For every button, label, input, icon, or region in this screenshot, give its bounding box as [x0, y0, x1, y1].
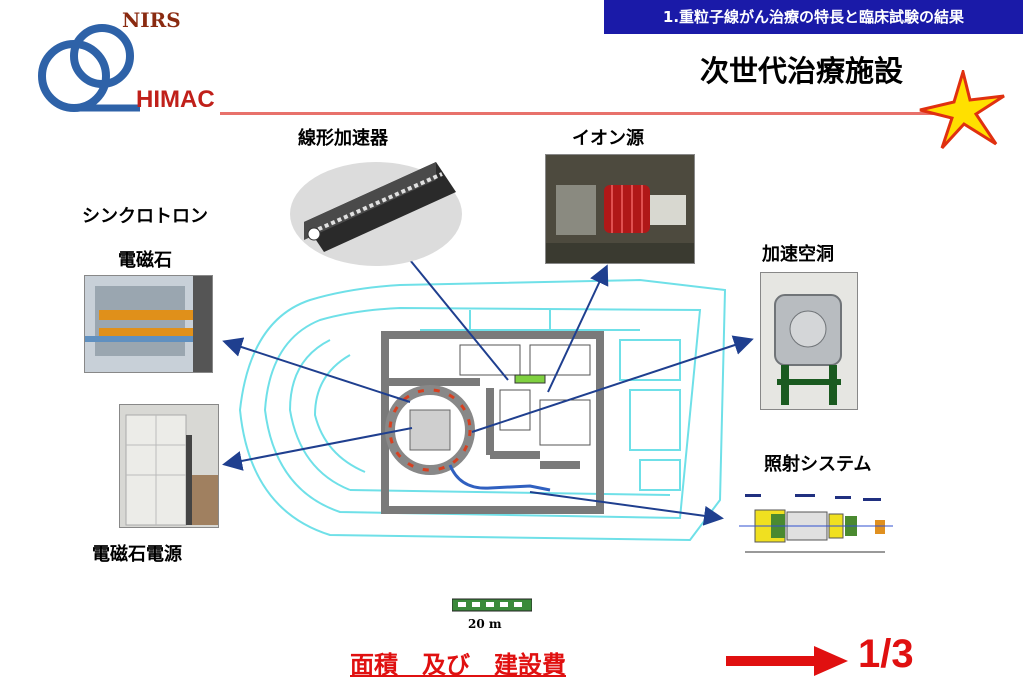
plan-inner-ring: [263, 306, 702, 520]
plan-track-1: [288, 339, 351, 491]
logo-himac-text: HIMAC: [136, 86, 215, 113]
plan-outer-ring: [238, 278, 727, 542]
irradiation-system-diagram: [735, 486, 895, 564]
logo-ring-inner: [70, 24, 134, 88]
synchrotron-magnet-photo: [84, 275, 213, 373]
nirs-himac-logo: [38, 24, 140, 112]
label-synchrotron: シンクロトロン: [82, 206, 208, 227]
page-title: 次世代治療施設: [700, 54, 904, 88]
rf-cavity-photo: [760, 272, 858, 410]
label-rf-cavity: 加速空洞: [762, 244, 834, 265]
facility-floor-plan: [238, 278, 727, 542]
linac-illustration: [290, 162, 462, 266]
right-arrow-icon: [726, 646, 848, 676]
arrow-to-magnet: [222, 337, 411, 403]
arrow-to-rf-cavity: [471, 335, 754, 433]
plan-track-2: [313, 354, 366, 473]
plan-beam-line: [448, 464, 551, 492]
reduction-ratio: 1/3: [858, 632, 914, 676]
star-burst-icon: [919, 70, 1005, 150]
arrow-to-magnet-power: [222, 427, 413, 471]
logo-nirs-text: NIRS: [122, 8, 181, 32]
label-ion-source: イオン源: [572, 128, 644, 149]
label-magnet: 電磁石: [118, 250, 172, 271]
scale-bar-train: [452, 598, 532, 612]
title-divider: [220, 112, 960, 115]
arrow-to-linac: [389, 234, 509, 381]
label-magnet-power: 電磁石電源: [92, 544, 182, 565]
magnet-power-photo: [119, 404, 219, 528]
label-linac: 線形加速器: [298, 128, 388, 149]
arrow-to-ion-source: [547, 264, 609, 393]
scale-label: 20 m: [468, 617, 502, 631]
label-irradiation: 照射システム: [764, 454, 872, 475]
plan-building-outline: [381, 331, 604, 514]
section-title-band: 1.重粒子線がん治療の特長と臨床試験の結果: [604, 0, 1023, 34]
ion-source-photo: [545, 154, 695, 264]
arrow-to-irradiation: [529, 491, 724, 526]
area-cost-text: 面積 及び 建設費: [350, 651, 566, 679]
